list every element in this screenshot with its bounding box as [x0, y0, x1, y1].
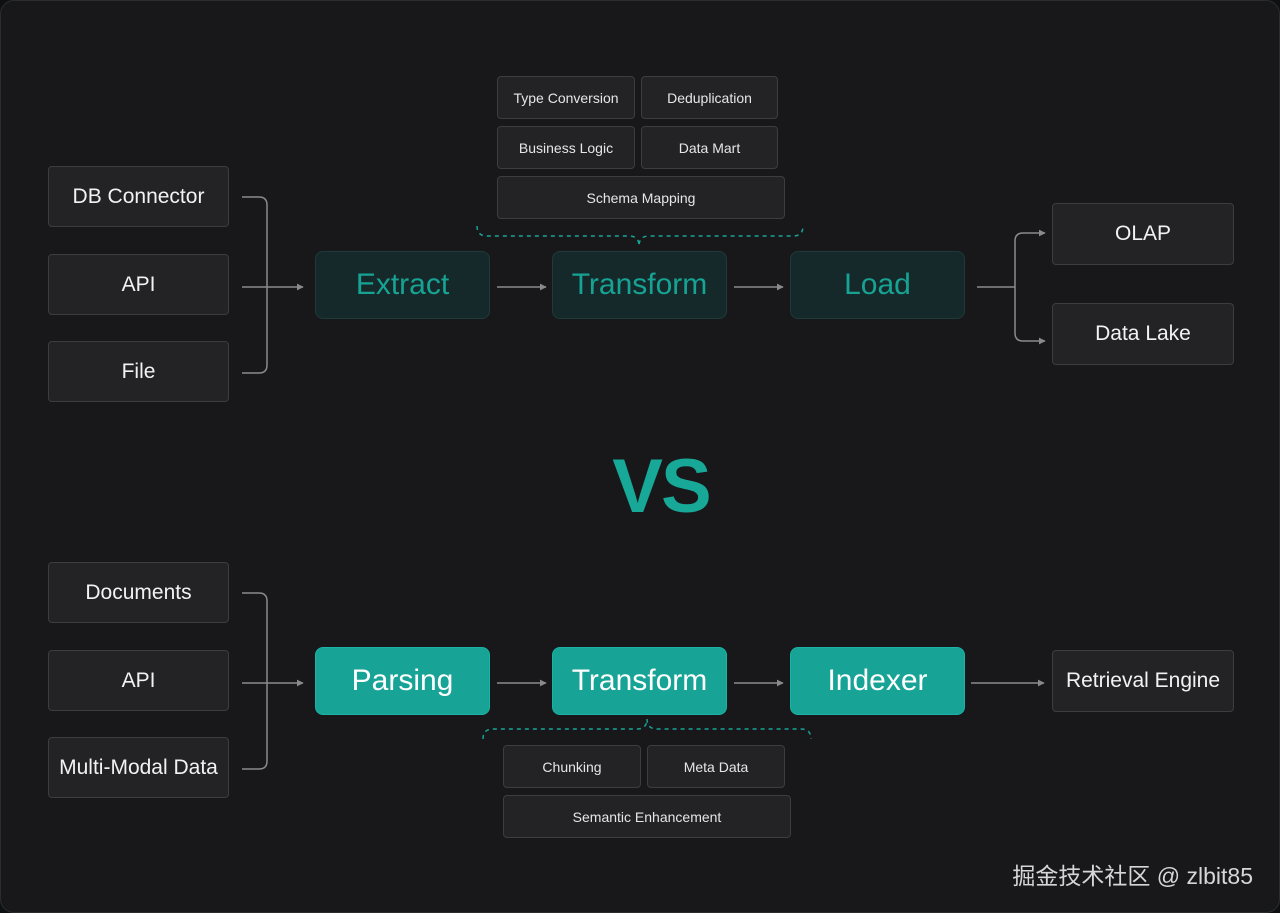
etl-output-data-lake: Data Lake: [1052, 303, 1234, 365]
rag-step-meta-data: Meta Data: [647, 745, 785, 788]
etl-stage-transform: Transform: [552, 251, 727, 319]
etl-step-deduplication: Deduplication: [641, 76, 778, 119]
etl-step-business-logic: Business Logic: [497, 126, 635, 169]
etl-fork-olap: [1014, 229, 1046, 287]
rag-sources-bracket: [242, 592, 268, 770]
rag-step-semantic-enhancement: Semantic Enhancement: [503, 795, 791, 838]
etl-stage-load: Load: [790, 251, 965, 319]
watermark: 掘金技术社区 @ zlbit85: [1012, 863, 1253, 889]
rag-output-retrieval-engine: Retrieval Engine: [1052, 650, 1234, 712]
etl-stage-extract: Extract: [315, 251, 490, 319]
rag-stage-transform: Transform: [552, 647, 727, 715]
etl-source-file: File: [48, 341, 229, 402]
etl-transform-brace: [476, 225, 804, 247]
etl-fork-datalake: [1014, 287, 1046, 345]
rag-source-api: API: [48, 650, 229, 711]
etl-step-type-conversion: Type Conversion: [497, 76, 635, 119]
rag-stage-parsing: Parsing: [315, 647, 490, 715]
etl-source-db-connector: DB Connector: [48, 166, 229, 227]
vs-label: VS: [612, 443, 711, 529]
rag-source-multi-modal-data: Multi-Modal Data: [48, 737, 229, 798]
rag-stage-indexer: Indexer: [790, 647, 965, 715]
etl-sources-bracket: [242, 196, 268, 374]
etl-step-schema-mapping: Schema Mapping: [497, 176, 785, 219]
rag-step-chunking: Chunking: [503, 745, 641, 788]
rag-transform-brace: [482, 718, 812, 740]
rag-source-documents: Documents: [48, 562, 229, 623]
etl-step-data-mart: Data Mart: [641, 126, 778, 169]
etl-output-olap: OLAP: [1052, 203, 1234, 265]
etl-source-api: API: [48, 254, 229, 315]
